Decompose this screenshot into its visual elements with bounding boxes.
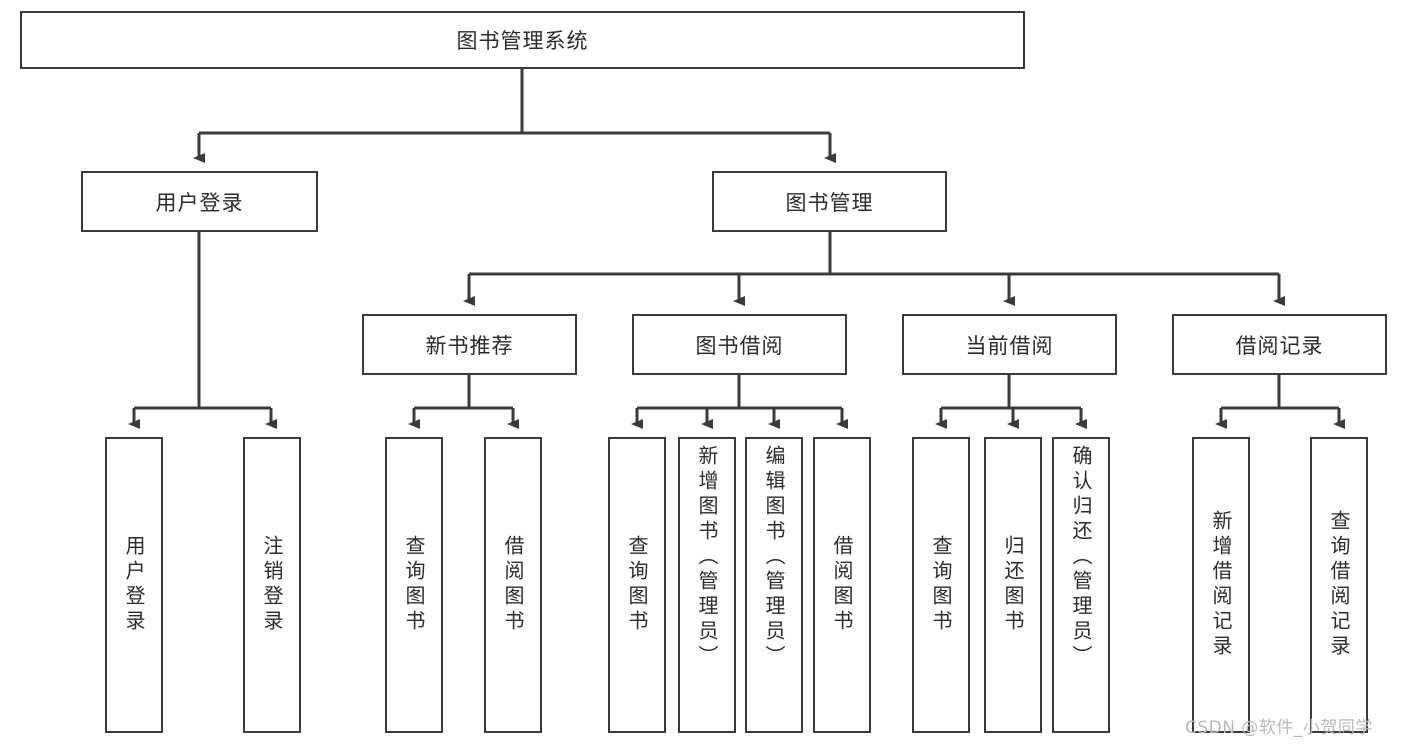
leaf-logout[interactable]: 注销登录 xyxy=(243,437,301,733)
leaf-add-book-admin[interactable]: 新增图书（管理员） xyxy=(678,437,736,733)
leaf-return-book-label: 归还图书 xyxy=(1001,535,1025,635)
node-book-management[interactable]: 图书管理 xyxy=(712,171,947,232)
csdn-watermark: CSDN @软件_小贺同学 xyxy=(1185,718,1373,738)
node-current-borrow-label: 当前借阅 xyxy=(965,333,1054,358)
leaf-logout-label: 注销登录 xyxy=(260,535,284,635)
node-borrow-record-label: 借阅记录 xyxy=(1235,333,1324,358)
leaf-query-book-current-label: 查询图书 xyxy=(929,535,953,635)
leaf-add-borrow-record-label: 新增借阅记录 xyxy=(1209,510,1233,660)
node-user-login-label: 用户登录 xyxy=(155,190,244,215)
leaf-edit-book-admin[interactable]: 编辑图书（管理员） xyxy=(745,437,803,733)
leaf-edit-book-admin-label: 编辑图书（管理员） xyxy=(762,445,786,670)
node-book-management-label: 图书管理 xyxy=(785,190,874,215)
node-borrow-record[interactable]: 借阅记录 xyxy=(1172,314,1387,375)
node-user-login[interactable]: 用户登录 xyxy=(81,171,318,232)
leaf-return-book[interactable]: 归还图书 xyxy=(984,437,1042,733)
leaf-query-borrow-record[interactable]: 查询借阅记录 xyxy=(1310,437,1368,733)
leaf-borrow-book-label: 借阅图书 xyxy=(830,535,854,635)
leaf-query-book-borrow-label: 查询图书 xyxy=(625,535,649,635)
leaf-borrow-book[interactable]: 借阅图书 xyxy=(813,437,871,733)
leaf-query-book-borrow[interactable]: 查询图书 xyxy=(608,437,666,733)
node-new-book-recommend-label: 新书推荐 xyxy=(425,333,514,358)
leaf-query-book-current[interactable]: 查询图书 xyxy=(912,437,970,733)
leaf-query-book-recommend[interactable]: 查询图书 xyxy=(385,437,443,733)
leaf-borrow-book-recommend[interactable]: 借阅图书 xyxy=(484,437,542,733)
node-book-borrow[interactable]: 图书借阅 xyxy=(632,314,847,375)
node-root-label: 图书管理系统 xyxy=(456,29,589,53)
node-book-borrow-label: 图书借阅 xyxy=(695,333,784,358)
leaf-user-login-label: 用户登录 xyxy=(122,535,146,635)
leaf-borrow-book-recommend-label: 借阅图书 xyxy=(501,535,525,635)
leaf-query-book-recommend-label: 查询图书 xyxy=(402,535,426,635)
leaf-query-borrow-record-label: 查询借阅记录 xyxy=(1327,510,1351,660)
leaf-user-login[interactable]: 用户登录 xyxy=(105,437,163,733)
leaf-add-book-admin-label: 新增图书（管理员） xyxy=(695,445,719,670)
node-root[interactable]: 图书管理系统 xyxy=(20,11,1025,69)
leaf-confirm-return-admin-label: 确认归还（管理员） xyxy=(1069,445,1093,670)
node-current-borrow[interactable]: 当前借阅 xyxy=(902,314,1117,375)
leaf-confirm-return-admin[interactable]: 确认归还（管理员） xyxy=(1052,437,1110,733)
leaf-add-borrow-record[interactable]: 新增借阅记录 xyxy=(1192,437,1250,733)
node-new-book-recommend[interactable]: 新书推荐 xyxy=(362,314,577,375)
